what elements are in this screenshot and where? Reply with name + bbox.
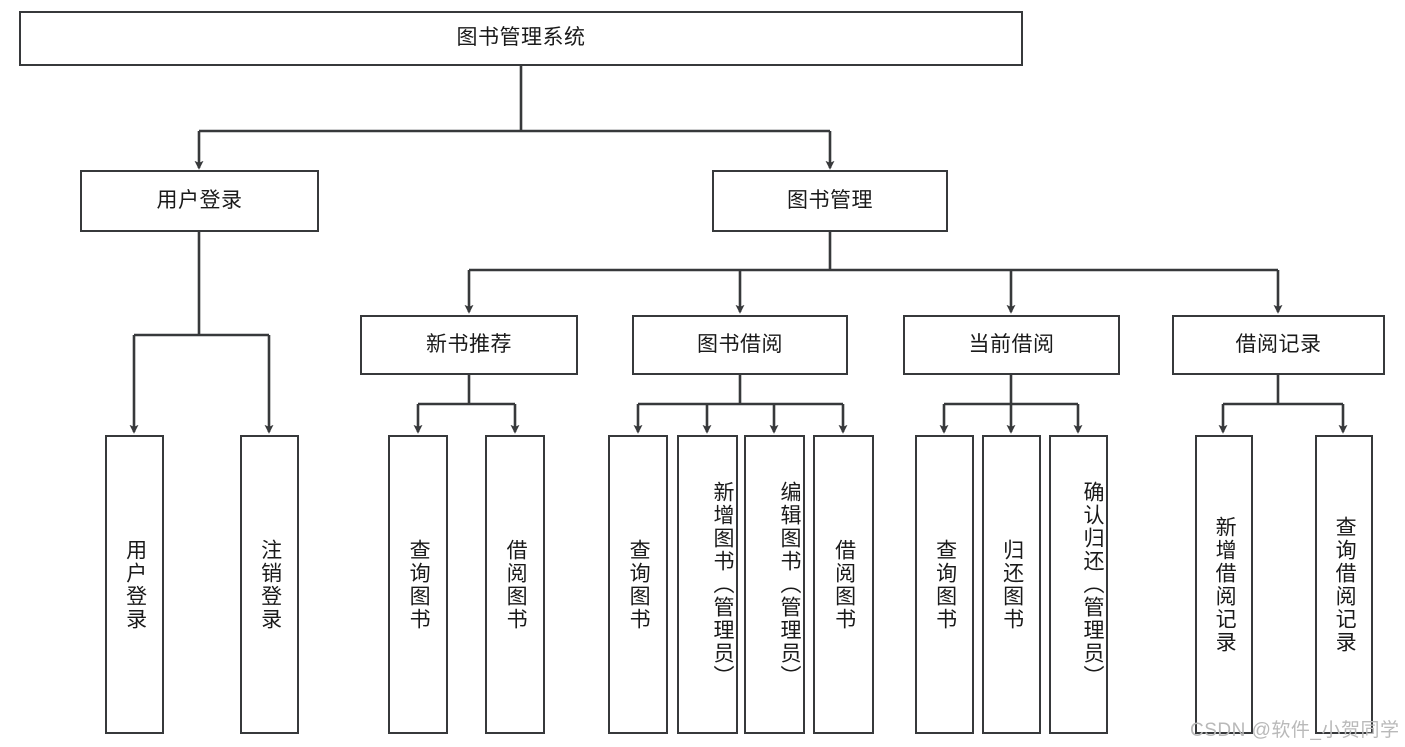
node-book-borrow[interactable]: 图书借阅 (632, 315, 848, 375)
node-leaf-add-book[interactable]: 新增图书（管理员） (677, 435, 738, 734)
node-root-system[interactable]: 图书管理系统 (19, 11, 1023, 66)
node-leaf-edit-book[interactable]: 编辑图书（管理员） (744, 435, 805, 734)
node-new-book-recommend[interactable]: 新书推荐 (360, 315, 578, 375)
node-book-manage[interactable]: 图书管理 (712, 170, 948, 232)
node-leaf-add-record[interactable]: 新增借阅记录 (1195, 435, 1253, 734)
node-current-borrow[interactable]: 当前借阅 (903, 315, 1120, 375)
node-leaf-confirm-return[interactable]: 确认归还（管理员） (1049, 435, 1108, 734)
node-leaf-logout-login[interactable]: 注销登录 (240, 435, 299, 734)
node-user-login[interactable]: 用户登录 (80, 170, 319, 232)
node-leaf-user-login[interactable]: 用户登录 (105, 435, 164, 734)
node-leaf-query-record[interactable]: 查询借阅记录 (1315, 435, 1373, 734)
node-borrow-record[interactable]: 借阅记录 (1172, 315, 1385, 375)
node-leaf-borrow-book-1[interactable]: 借阅图书 (485, 435, 545, 734)
node-leaf-borrow-book-2[interactable]: 借阅图书 (813, 435, 874, 734)
node-leaf-query-book-3[interactable]: 查询图书 (915, 435, 974, 734)
node-leaf-query-book-2[interactable]: 查询图书 (608, 435, 668, 734)
node-leaf-return-book[interactable]: 归还图书 (982, 435, 1041, 734)
node-leaf-query-book-1[interactable]: 查询图书 (388, 435, 448, 734)
